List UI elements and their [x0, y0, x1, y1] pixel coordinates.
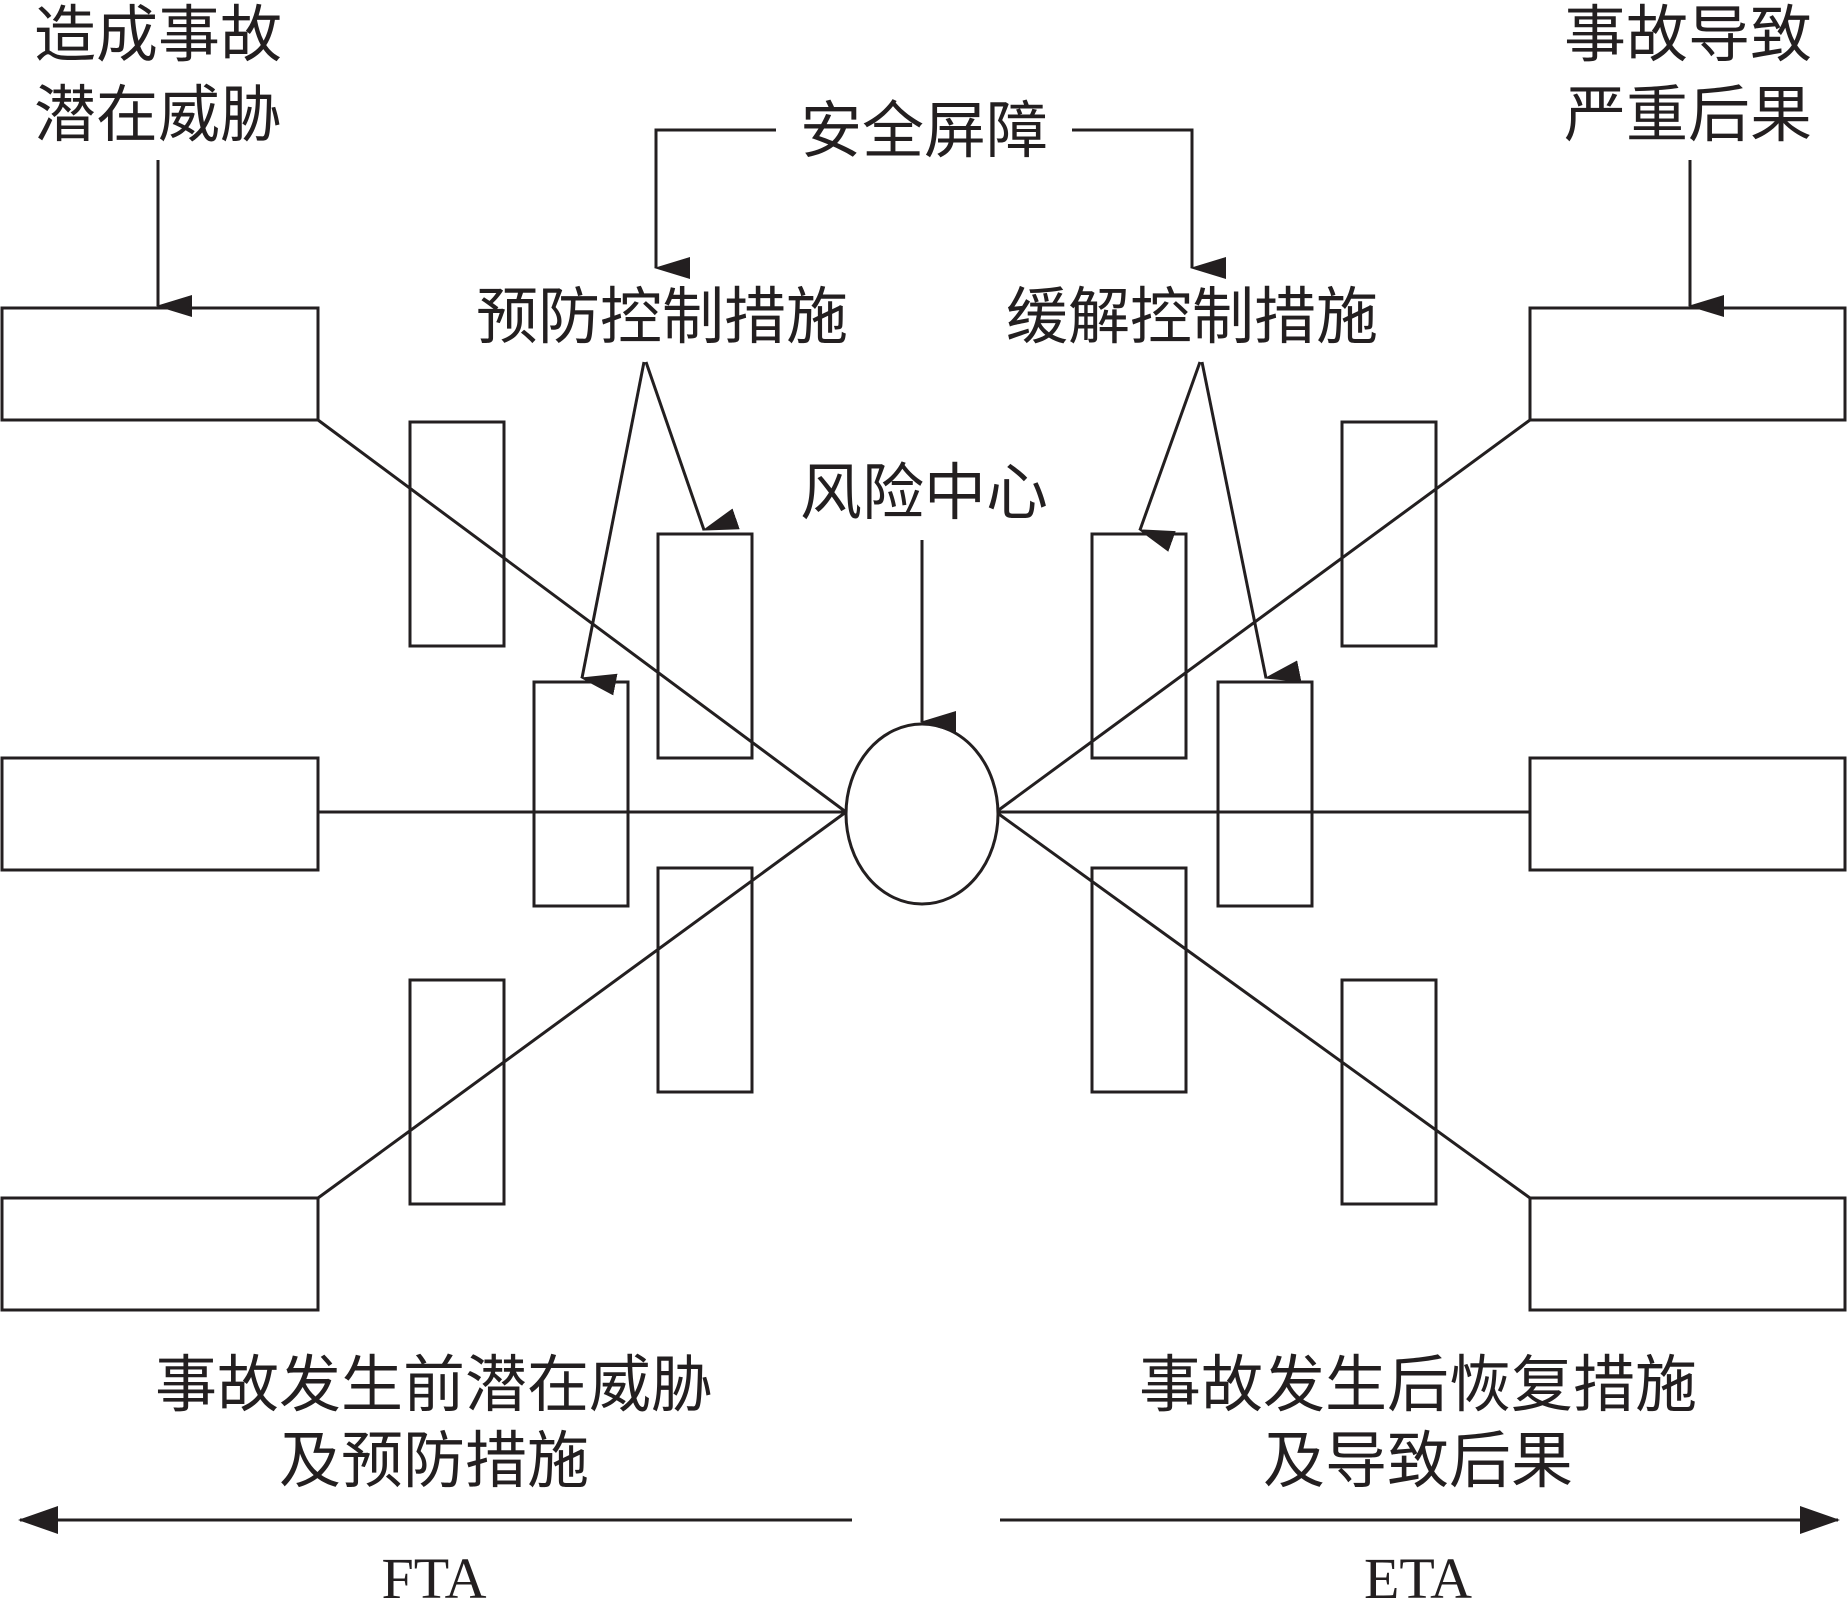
barrier-mitigation-5	[1340, 978, 1438, 1206]
threat-box-1	[0, 306, 320, 422]
risk-center-label: 风险中心	[800, 456, 1048, 529]
barrier-prevention-2	[656, 532, 754, 760]
consequence-box-3	[1528, 1196, 1847, 1312]
consequence-boxes	[1528, 306, 1847, 1312]
threat-box-3	[0, 1196, 320, 1312]
barrier-prevention-4	[656, 866, 754, 1094]
line-consequence-bottom	[995, 810, 1531, 1200]
right-bottom-label-line1: 事故发生后恢复措施	[1139, 1348, 1697, 1421]
barrier-prevention-1	[408, 420, 506, 648]
barrier-mitigation-2	[1340, 420, 1438, 648]
consequence-box-1	[1528, 306, 1847, 422]
mitigation-arrow-2	[1200, 361, 1302, 683]
right-bottom-label-line2: 及导致后果	[1263, 1424, 1573, 1497]
consequence-box-2	[1528, 756, 1847, 872]
barrier-mitigation-1	[1090, 532, 1188, 760]
risk-center-ellipse	[844, 722, 1000, 906]
mitigation-arrow-1	[1138, 361, 1202, 552]
line-consequence-top	[995, 418, 1531, 814]
safety-barrier-left-arrow	[654, 128, 776, 279]
barrier-prevention-3	[532, 680, 630, 908]
consequence-label-line1: 事故导致	[1564, 0, 1812, 71]
left-bottom-label-line2: 及预防措施	[279, 1424, 589, 1497]
safety-barrier-right-arrow	[1072, 128, 1226, 279]
threat-box-2	[0, 756, 320, 872]
mitigation-controls-label: 缓解控制措施	[1006, 280, 1378, 353]
threat-label-line1: 造成事故	[34, 0, 282, 71]
connector-lines	[317, 418, 1531, 1200]
prevention-controls-label: 预防控制措施	[476, 280, 848, 353]
barrier-mitigation-3	[1216, 680, 1314, 908]
left-bottom-label-line1: 事故发生前潜在威胁	[155, 1348, 713, 1421]
prevention-barriers	[408, 420, 754, 1206]
threat-label-line2: 潜在威胁	[34, 78, 282, 151]
threat-boxes	[0, 306, 320, 1312]
prevention-arrow-2	[644, 361, 740, 531]
prevention-arrow-1	[580, 361, 646, 696]
line-threat-top	[317, 418, 847, 814]
consequence-label-line2: 严重后果	[1564, 78, 1812, 151]
safety-barrier-label: 安全屏障	[800, 94, 1048, 167]
fta-label: FTA	[382, 1546, 487, 1611]
eta-label: ETA	[1364, 1546, 1472, 1611]
line-threat-bottom	[317, 810, 847, 1200]
barrier-mitigation-4	[1090, 866, 1188, 1094]
barrier-prevention-5	[408, 978, 506, 1206]
